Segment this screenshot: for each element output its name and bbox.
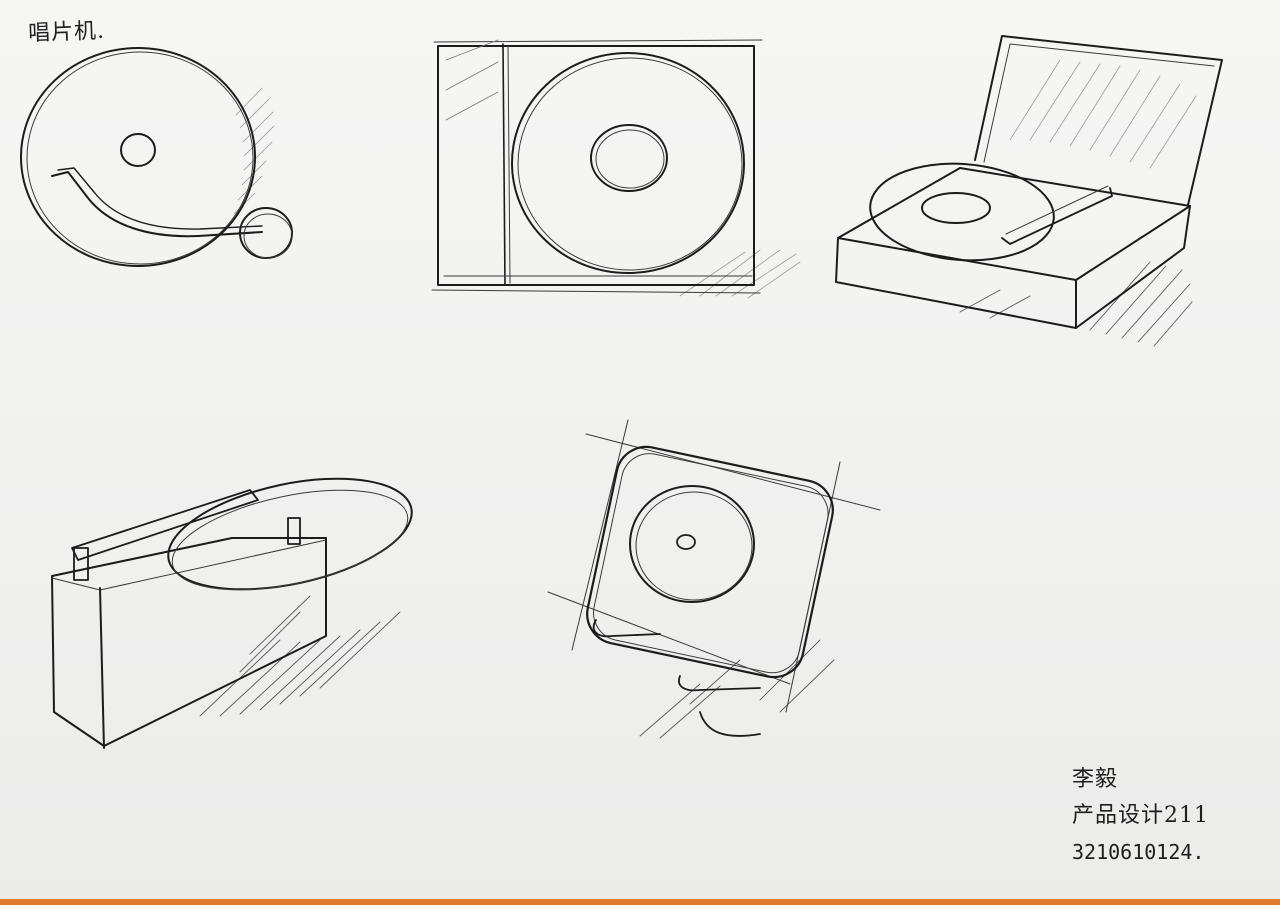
sketch-box-record	[51, 477, 413, 749]
author-name: 李毅	[1072, 767, 1119, 792]
sketch-case-turntable	[835, 35, 1223, 347]
student-id: 3210610124.	[1072, 840, 1205, 864]
sketch-tilted-player	[547, 419, 881, 739]
sketch-round-turntable	[20, 47, 293, 267]
sketch-square-player	[431, 39, 801, 299]
signature-block: 李毅 产品设计211 3210610124.	[1072, 762, 1242, 870]
paper-edge-strip	[0, 899, 1280, 905]
class-label: 产品设计211	[1072, 803, 1209, 828]
